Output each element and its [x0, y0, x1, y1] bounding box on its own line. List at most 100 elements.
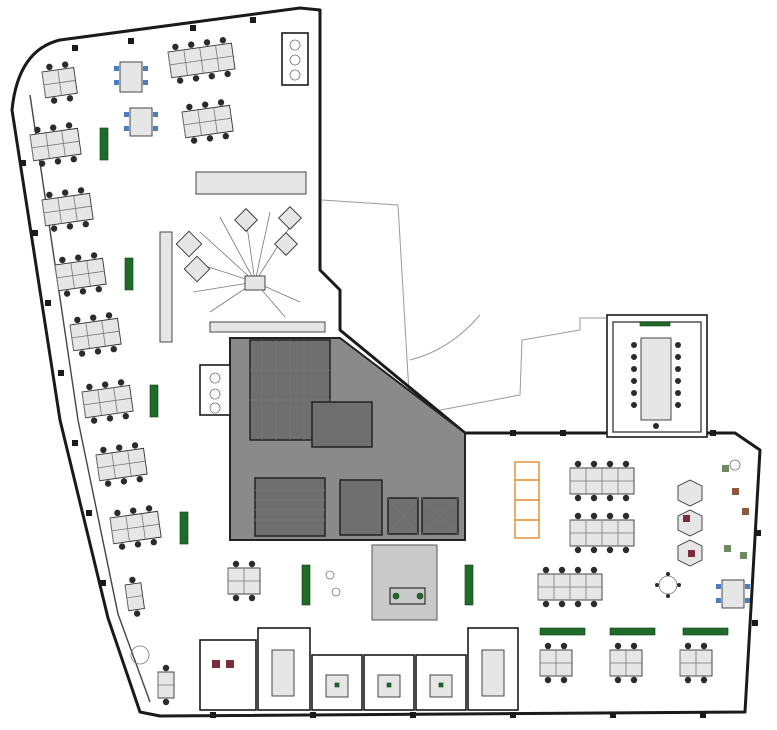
desk-chair: [117, 379, 125, 386]
desk-chair: [590, 460, 598, 468]
workstation-cluster: [95, 442, 148, 487]
desk-chair: [145, 505, 153, 512]
desk-chair: [700, 676, 708, 684]
desk-chair: [574, 600, 582, 608]
workstation-clusters: [29, 37, 713, 706]
workstation-cluster: [167, 37, 236, 84]
exterior-wall: [10, 6, 762, 718]
desk-chair: [120, 478, 128, 485]
desk-chair: [684, 642, 692, 650]
desk-chair: [118, 543, 126, 550]
desk-chair: [614, 676, 622, 684]
desk-chair: [574, 460, 582, 468]
lounge-area: [130, 459, 749, 665]
desk-chair: [122, 412, 129, 420]
desk-chair: [110, 345, 117, 353]
desk-chair: [133, 610, 141, 617]
desk-chair: [590, 494, 598, 502]
desk-chair: [232, 560, 240, 568]
desk-chair: [94, 348, 102, 355]
workstation-cluster: [81, 379, 134, 424]
workstation-cluster: [181, 99, 234, 144]
desk-chair: [217, 99, 225, 106]
desk-chair: [116, 444, 123, 451]
desk-chair: [574, 546, 582, 554]
desk-chair: [66, 223, 74, 230]
adjacent-terrace-outline: [321, 199, 606, 413]
phone-booths[interactable]: [199, 32, 309, 416]
radial-lounge: [192, 211, 301, 318]
desk-chair: [219, 37, 227, 44]
desk-chair: [222, 132, 229, 140]
workstation-cluster: [537, 566, 603, 608]
lockers: [514, 461, 540, 539]
desk-chair: [102, 381, 109, 388]
workstation-cluster: [569, 460, 635, 502]
desk-chair: [224, 70, 231, 78]
washrooms: [249, 339, 373, 448]
desk-chair: [176, 77, 184, 84]
desk-chair: [614, 642, 622, 650]
desk-chair: [560, 676, 568, 684]
desk-chair: [34, 126, 41, 134]
kitchen-bench: [159, 171, 326, 343]
desk-chair: [186, 103, 193, 111]
desk-chair: [90, 417, 98, 424]
desk-chair: [622, 546, 630, 554]
desk-chair: [208, 72, 215, 80]
desk-chair: [188, 41, 195, 48]
desk-chair: [574, 494, 582, 502]
desk-chair: [544, 676, 552, 684]
desk-chair: [203, 39, 211, 46]
desk-chair: [606, 460, 614, 468]
workstation-cluster: [679, 642, 713, 684]
reception-area: [371, 544, 438, 621]
desk-chair: [65, 122, 73, 129]
column-markers: [20, 17, 761, 718]
desk-chair: [95, 285, 102, 293]
desk-chair: [248, 594, 256, 602]
desk-chair: [62, 189, 69, 196]
workstation-cluster: [41, 61, 78, 104]
desk-chair: [150, 538, 157, 546]
desk-chair: [46, 191, 53, 199]
workstation-cluster: [41, 187, 94, 232]
desk-chair: [622, 460, 630, 468]
desk-chair: [560, 642, 568, 650]
desk-chair: [630, 676, 638, 684]
desk-chair: [590, 600, 598, 608]
meeting-rooms-bottom[interactable]: [199, 627, 519, 711]
planters: [99, 127, 729, 636]
desk-chair: [136, 475, 143, 483]
desk-chair: [192, 75, 200, 82]
desk-chair: [590, 566, 598, 574]
desk-chair: [162, 664, 170, 672]
workstation-cluster: [124, 576, 145, 617]
desk-chair: [90, 252, 98, 259]
desk-chair: [542, 600, 550, 608]
workstation-cluster: [54, 252, 107, 297]
boardroom[interactable]: [606, 314, 708, 438]
desk-chair: [90, 314, 97, 321]
desk-chair: [590, 546, 598, 554]
desk-chair: [190, 137, 198, 144]
desk-chair: [544, 642, 552, 650]
desk-chair: [105, 312, 113, 319]
desk-chair: [46, 63, 53, 71]
desk-chair: [202, 101, 209, 108]
desk-chair: [590, 512, 598, 520]
workstation-cluster: [569, 512, 635, 554]
desk-chair: [50, 97, 58, 104]
desk-chair: [558, 566, 566, 574]
desk-chair: [558, 600, 566, 608]
desk-chair: [700, 642, 708, 650]
desk-chair: [62, 61, 69, 68]
stair-core: [254, 477, 326, 537]
workstation-cluster: [29, 122, 82, 167]
desk-chair: [606, 494, 614, 502]
desk-chair: [59, 256, 66, 264]
desk-chair: [622, 494, 630, 502]
desk-chair: [54, 158, 62, 165]
desk-chair: [75, 254, 82, 261]
desk-chair: [86, 383, 93, 391]
